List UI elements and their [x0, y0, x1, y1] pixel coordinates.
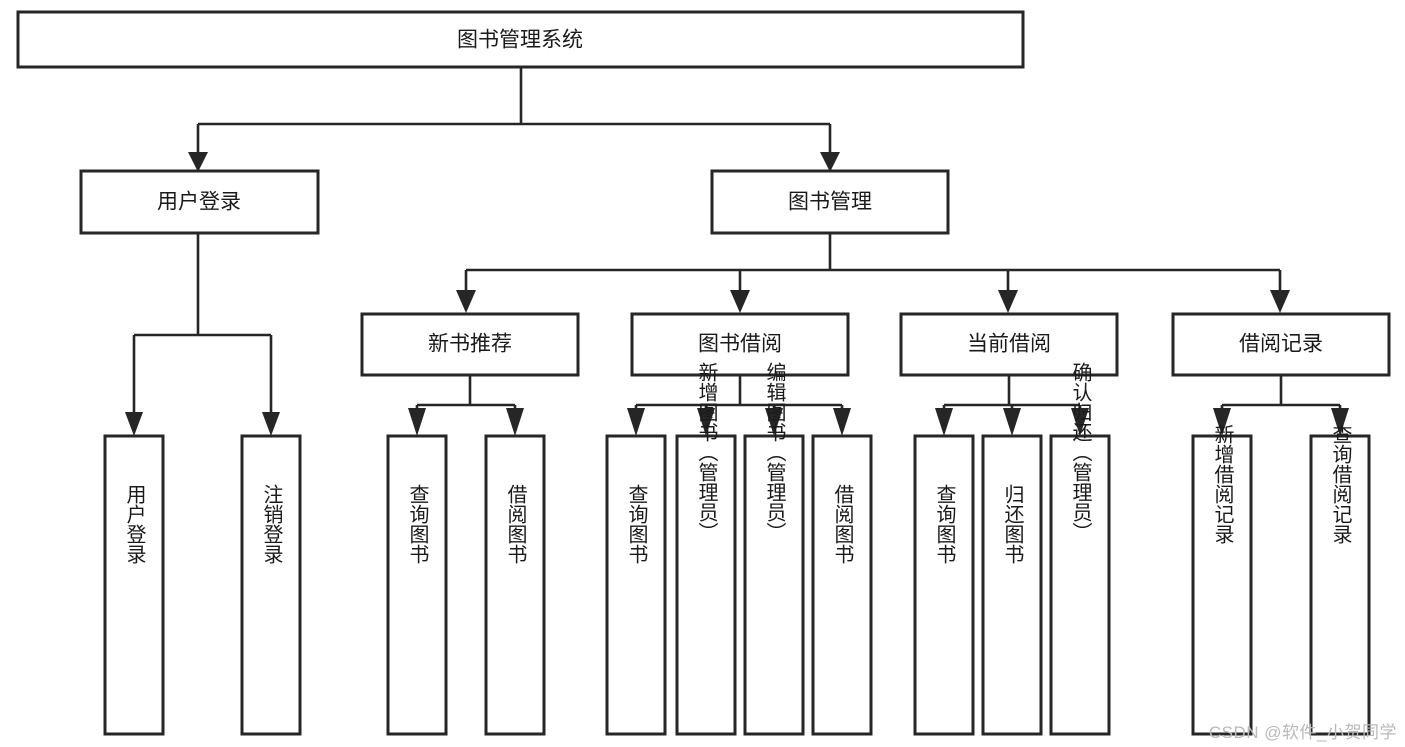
leaf-add-book[interactable]: 新增图书（管理员） — [675, 362, 737, 736]
leaf-query-book-borrow[interactable]: 查询图书 — [605, 434, 667, 736]
node-book-management-label: 图书管理 — [788, 191, 872, 214]
node-borrow-record-box[interactable] — [1171, 312, 1391, 377]
leaf-borrow-book-box[interactable] — [811, 434, 873, 736]
leaf-query-book-current-label: 查询图书 — [933, 484, 956, 564]
arrowhead-leaf-edit-book — [765, 408, 783, 436]
leaf-query-book-current[interactable]: 查询图书 — [913, 434, 975, 736]
arrowhead-leaf-borrow-book-1 — [506, 408, 524, 436]
leaf-user-login-box[interactable] — [103, 434, 165, 736]
leaf-edit-book[interactable]: 编辑图书（管理员） — [743, 362, 805, 736]
leaf-query-book-current-box[interactable] — [913, 434, 975, 736]
node-book-borrow[interactable]: 图书借阅 — [630, 312, 850, 377]
node-current-borrow-box[interactable] — [899, 312, 1119, 377]
leaf-add-borrow-record-label: 新增借阅记录 — [1211, 424, 1234, 544]
arrowhead-leaf-confirm-return — [1071, 408, 1089, 436]
leaf-user-login-label: 用户登录 — [123, 484, 146, 564]
arrowhead-bookmgmt — [820, 152, 840, 172]
node-root-system-label: 图书管理系统 — [457, 29, 583, 52]
leaf-confirm-return-box[interactable] — [1049, 434, 1111, 736]
arrowhead-leaf-add-record — [1213, 408, 1231, 436]
arrowhead-borrowrecord — [1270, 290, 1290, 313]
node-user-login-box[interactable] — [79, 169, 320, 235]
node-book-borrow-box[interactable] — [630, 312, 850, 377]
leaf-add-borrow-record-box[interactable] — [1191, 434, 1253, 736]
node-new-book-recommend[interactable]: 新书推荐 — [360, 312, 580, 377]
connector-layer — [125, 67, 1349, 436]
node-borrow-record[interactable]: 借阅记录 — [1171, 312, 1391, 377]
leaf-logout-label: 注销登录 — [260, 484, 283, 564]
node-user-login-label: 用户登录 — [157, 191, 241, 214]
leaf-user-login[interactable]: 用户登录 — [103, 434, 165, 736]
node-root-system-box[interactable] — [16, 10, 1025, 69]
leaf-query-book-recommend[interactable]: 查询图书 — [386, 434, 448, 736]
leaf-borrow-book-label: 借阅图书 — [831, 484, 854, 564]
arrowhead-leaf-query-book-1 — [408, 408, 426, 436]
arrowhead-leaf-logout — [262, 412, 280, 436]
leaf-query-book-recommend-box[interactable] — [386, 434, 448, 736]
node-book-borrow-label: 图书借阅 — [698, 333, 782, 356]
arrowhead-leaf-query-book-3 — [935, 408, 953, 436]
leaf-query-borrow-record-label: 查询借阅记录 — [1329, 424, 1352, 544]
leaf-confirm-return-label: 确认归还（管理员） — [1069, 362, 1092, 542]
arrowhead-leaf-return-book — [1003, 408, 1021, 436]
node-new-book-recommend-label: 新书推荐 — [428, 333, 512, 356]
arrowhead-newbook — [456, 290, 476, 313]
leaf-borrow-book[interactable]: 借阅图书 — [811, 434, 873, 736]
arrowhead-userlogin — [188, 152, 208, 172]
node-root-system[interactable]: 图书管理系统 — [16, 10, 1025, 69]
node-borrow-record-label: 借阅记录 — [1239, 333, 1323, 356]
arrowhead-leaf-query-book-2 — [627, 408, 645, 436]
leaf-return-book-label: 归还图书 — [1001, 484, 1024, 564]
arrowhead-currentborrow — [998, 290, 1018, 313]
node-current-borrow[interactable]: 当前借阅 — [899, 312, 1119, 377]
leaf-return-book[interactable]: 归还图书 — [981, 434, 1043, 736]
leaf-query-borrow-record-box[interactable] — [1309, 434, 1371, 736]
node-book-management-box[interactable] — [710, 169, 950, 235]
node-book-management[interactable]: 图书管理 — [710, 169, 950, 235]
arrowhead-leaf-query-record — [1331, 408, 1349, 436]
leaf-add-book-box[interactable] — [675, 434, 737, 736]
arrowhead-bookborrow — [730, 290, 750, 313]
leaf-borrow-book-recommend-label: 借阅图书 — [504, 484, 527, 564]
arrowhead-leaf-user-login — [125, 412, 143, 436]
leaf-query-book-borrow-box[interactable] — [605, 434, 667, 736]
node-new-book-recommend-box[interactable] — [360, 312, 580, 377]
leaf-edit-book-box[interactable] — [743, 434, 805, 736]
leaf-confirm-return[interactable]: 确认归还（管理员） — [1049, 362, 1111, 736]
leaf-query-borrow-record[interactable]: 查询借阅记录 — [1309, 424, 1371, 736]
leaf-add-borrow-record[interactable]: 新增借阅记录 — [1191, 424, 1253, 736]
leaf-return-book-box[interactable] — [981, 434, 1043, 736]
node-current-borrow-label: 当前借阅 — [967, 333, 1051, 356]
leaf-add-book-label: 新增图书（管理员） — [695, 362, 718, 542]
leaf-logout[interactable]: 注销登录 — [240, 434, 302, 736]
leaf-logout-box[interactable] — [240, 434, 302, 736]
leaf-borrow-book-recommend-box[interactable] — [484, 434, 546, 736]
node-user-login[interactable]: 用户登录 — [79, 169, 320, 235]
leaf-query-book-recommend-label: 查询图书 — [406, 484, 429, 564]
leaf-borrow-book-recommend[interactable]: 借阅图书 — [484, 434, 546, 736]
leaf-edit-book-label: 编辑图书（管理员） — [763, 362, 786, 542]
arrowhead-leaf-borrow-book-2 — [833, 408, 851, 436]
arrowhead-leaf-add-book — [697, 408, 715, 436]
leaf-query-book-borrow-label: 查询图书 — [625, 484, 648, 564]
